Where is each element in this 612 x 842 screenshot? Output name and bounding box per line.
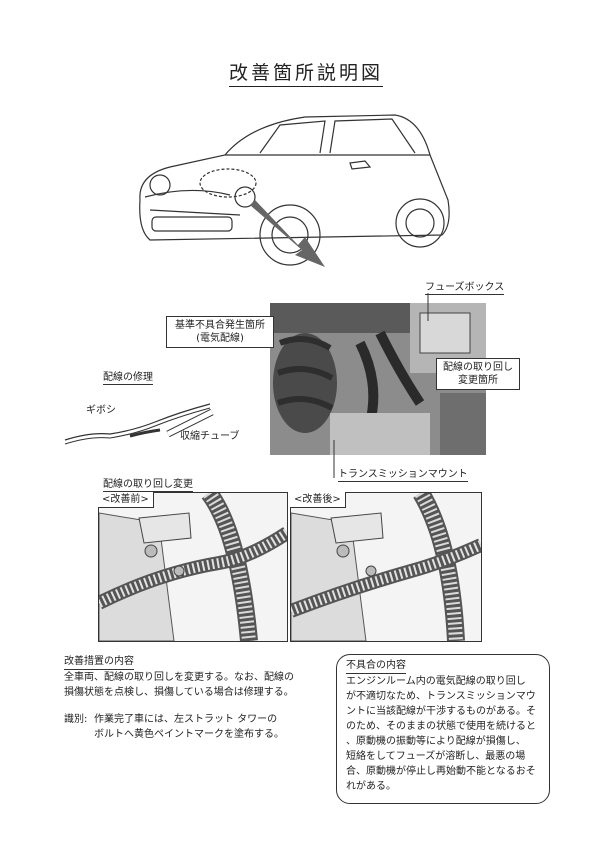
before-image (95, 487, 291, 642)
defect-location-callout: 基準不具合発生箇所 (電気配線) (166, 316, 274, 348)
fuse-box-leader (427, 293, 429, 321)
wiring-repair-heading: 配線の修理 (103, 372, 153, 385)
fuse-box-label: フューズボックス (425, 282, 505, 295)
engine-bay-photo (270, 303, 486, 455)
transmission-mount-label: トランスミッションマウント (338, 469, 468, 482)
defect-description-box (336, 654, 550, 804)
defect-heading: 不具合の内容 (346, 658, 406, 674)
defect-line-4: のため、そのままの状態で使用を続けると (346, 721, 536, 732)
gibosi-label: ギボシ (86, 405, 116, 416)
car-illustration (139, 114, 450, 267)
defect-line-8: れがある。 (346, 781, 396, 792)
rerouting-change-line1: 配線の取り回し (443, 362, 513, 373)
page-title: 改善箇所説明図 (0, 58, 612, 87)
wiring-repair-illustration (64, 403, 214, 445)
identification-label: 識別: (64, 714, 88, 725)
defect-location-line2: (電気配線) (196, 333, 244, 344)
defect-line-7: 合、原動機が停止し再始動不能となるおそ (346, 766, 536, 777)
rerouting-section-heading: 配線の取り回し変更 (103, 479, 193, 492)
defect-line-6: 短絡をしてフューズが溶断し、最悪の場 (346, 751, 526, 762)
after-panel (288, 488, 484, 642)
identification-line-1: 作業完了車には、左ストラット タワーの (94, 714, 278, 725)
after-label: <改善後> (290, 492, 346, 508)
engine-bay-image (270, 303, 486, 455)
defect-line-5: 、原動機の振動等により配線が損傷し、 (346, 736, 526, 747)
remedy-heading: 改善措置の内容 (64, 654, 134, 670)
defect-line-2: が不適切なため、トランスミッションマウ (346, 691, 536, 702)
after-image (288, 488, 484, 642)
defect-line-3: ントに当該配線が干渉するものがある。そ (346, 706, 536, 717)
defect-location-line1: 基準不具合発生箇所 (175, 320, 265, 331)
remedy-line-1: 全車両、配線の取り回しを変更する。なお、配線の (64, 672, 294, 683)
before-panel (95, 487, 291, 642)
rerouting-change-callout: 配線の取り回し 変更箇所 (436, 358, 520, 390)
before-label: <改善前> (98, 492, 154, 508)
defect-line-1: エンジンルーム内の電気配線の取り回し (346, 676, 526, 687)
identification-line-2: ボルトへ黄色ペイントマークを塗布する。 (94, 729, 284, 740)
remedy-line-2: 損傷状態を点検し、損傷している場合は修理する。 (64, 687, 294, 698)
rerouting-change-line2: 変更箇所 (458, 375, 498, 386)
shrink-tube-label: 収縮チューブ (180, 431, 240, 442)
transmission-mount-leader (333, 440, 335, 478)
